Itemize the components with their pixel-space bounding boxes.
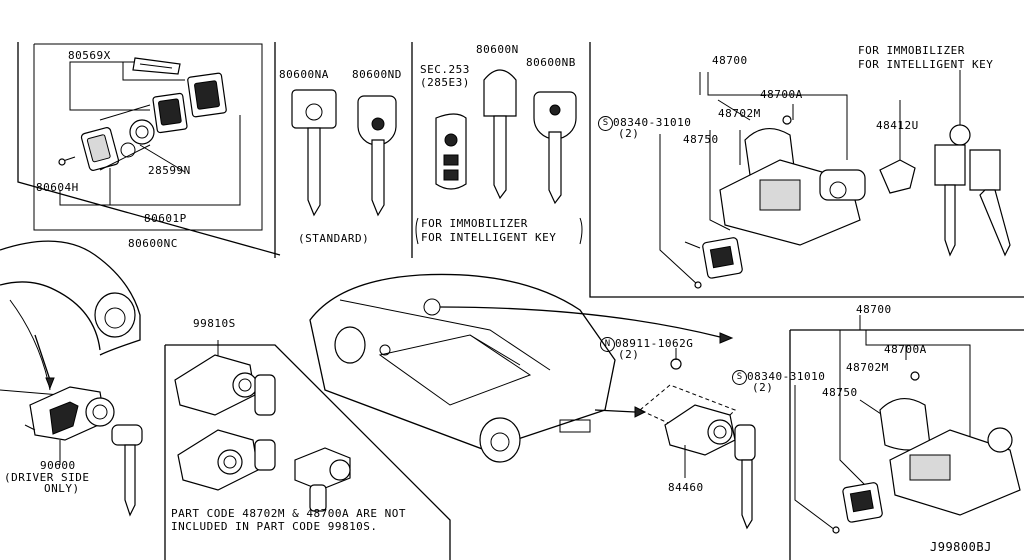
label-48750-bottom: 48750	[822, 386, 858, 399]
label-48412u: 48412U	[876, 119, 919, 132]
label-80569x: 80569X	[68, 49, 111, 62]
label-80600nd: 80600ND	[352, 68, 402, 81]
label-99810s: 99810S	[193, 317, 236, 330]
label-sec253: SEC.253	[420, 63, 470, 76]
label-08340-bottom-qty: (2)	[752, 381, 774, 394]
ignition-assembly-top	[659, 70, 1011, 289]
label-80600nb: 80600NB	[526, 56, 576, 69]
label-sec253-sub: (285E3)	[420, 76, 470, 89]
label-48702m-top: 48702M	[718, 107, 761, 120]
label-84460: 84460	[668, 481, 704, 494]
label-80601p: 80601P	[144, 212, 187, 225]
label-08340-bottom: 08340-31010	[747, 370, 826, 383]
label-48702m-bottom: 48702M	[846, 361, 889, 374]
note-immobilizer-mid-2: FOR INTELLIGENT KEY	[421, 231, 557, 244]
door-lock-cylinder-left	[24, 386, 143, 517]
standard-keys	[291, 89, 397, 217]
label-80600na: 80600NA	[279, 68, 329, 81]
symbol-n: N	[600, 337, 615, 352]
car-rear-view-left	[0, 240, 141, 396]
label-48700a-bottom: 48700A	[884, 343, 927, 356]
transponder-kit	[58, 57, 241, 206]
note-immobilizer-top-1: FOR IMMOBILIZER	[858, 44, 965, 57]
car-sedan-center	[309, 273, 734, 463]
label-08340-top-qty: (2)	[618, 127, 640, 140]
diagram-code: J99800BJ	[930, 540, 992, 554]
ignition-assembly-bottom	[794, 315, 1021, 534]
label-90600: 90600	[40, 459, 76, 472]
label-08911: 08911-1062G	[615, 337, 694, 350]
label-08911-qty: (2)	[618, 348, 640, 361]
trunk-lock-84460	[639, 348, 756, 530]
label-standard: (STANDARD)	[298, 232, 370, 245]
label-08340-top: 08340-31010	[613, 116, 692, 129]
label-80604h: 80604H	[36, 181, 79, 194]
label-80600nc: 80600NC	[128, 237, 178, 250]
label-48700-top: 48700	[712, 54, 748, 67]
label-48700-bottom: 48700	[856, 303, 892, 316]
label-48700a-top: 48700A	[760, 88, 803, 101]
symbol-s-top: S	[598, 116, 613, 131]
part-code-note-line2: INCLUDED IN PART CODE 99810S.	[171, 520, 378, 533]
label-driver-side: (DRIVER SIDE	[4, 471, 90, 484]
label-80600n: 80600N	[476, 43, 519, 56]
frame-lines	[17, 42, 1024, 560]
symbol-s-bottom: S	[732, 370, 747, 385]
label-48750-top: 48750	[683, 133, 719, 146]
label-driver-side-only: ONLY)	[44, 482, 80, 495]
lock-kit-99810s	[174, 340, 351, 512]
intelligent-keys	[415, 69, 583, 245]
part-code-note-line1: PART CODE 48702M & 48700A ARE NOT	[171, 507, 407, 520]
note-immobilizer-mid-1: FOR IMMOBILIZER	[421, 217, 528, 230]
label-28599n: 28599N	[148, 164, 191, 177]
note-immobilizer-top-2: FOR INTELLIGENT KEY	[858, 58, 994, 71]
